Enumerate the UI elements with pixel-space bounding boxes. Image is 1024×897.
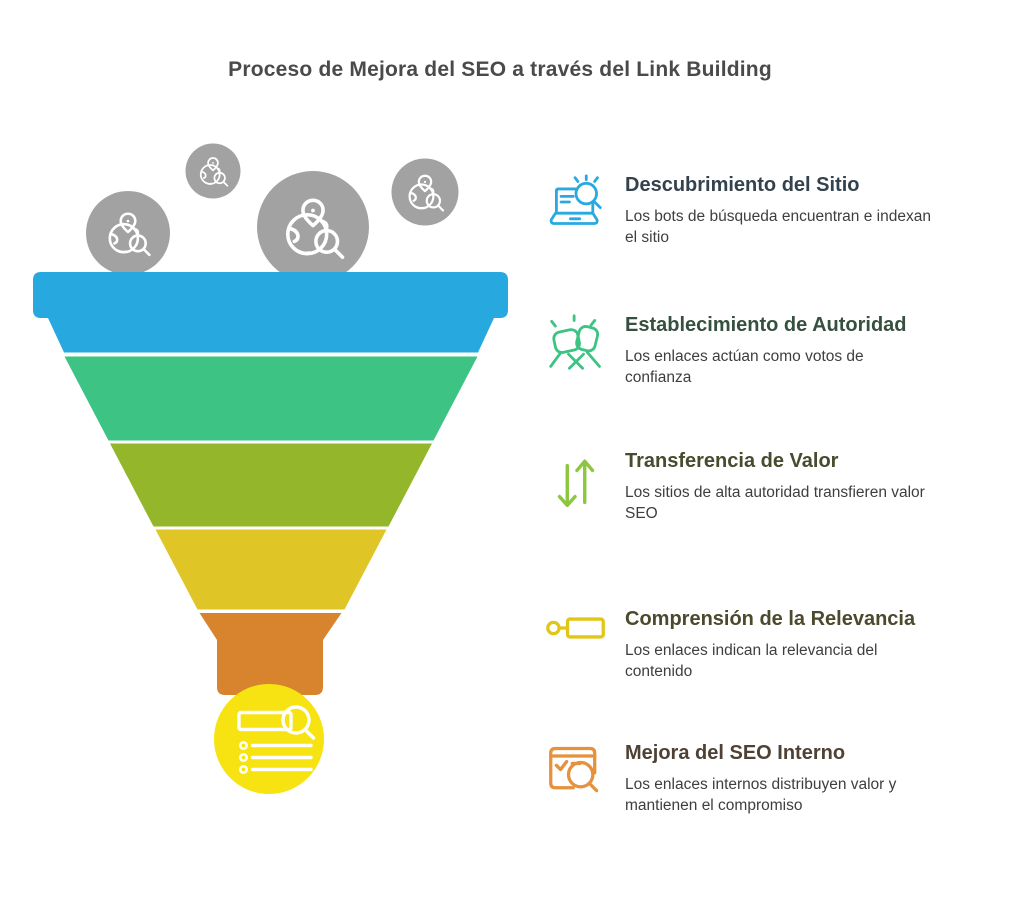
funnel-layer-1 <box>33 272 508 353</box>
funnel-layer-2 <box>64 356 478 441</box>
stage-title: Descubrimiento del Sitio <box>625 174 860 196</box>
stage-item-descubrimiento-del-sitio: Descubrimiento del Sitio Los bots de bús… <box>545 172 985 249</box>
funnel-layer-3 <box>110 443 432 527</box>
link-node-icon <box>545 612 607 644</box>
incoming-link-bubbles <box>86 143 459 283</box>
stage-title: Mejora del SEO Interno <box>625 742 846 764</box>
browser-check-search-icon <box>545 742 607 798</box>
stage-item-establecimiento-de-autoridad: Establecimiento de Autoridad Los enlaces… <box>545 312 985 389</box>
stage-title: Transferencia de Valor <box>625 450 839 472</box>
stage-title: Establecimiento de Autoridad <box>625 314 907 336</box>
up-down-arrows-icon <box>545 452 607 516</box>
stage-item-mejora-del-seo-interno: Mejora del SEO Interno Los enlaces inter… <box>545 740 985 817</box>
funnel-output-bulb <box>214 684 324 794</box>
funnel-layer-5 <box>199 613 342 695</box>
fist-bump-icon <box>545 314 607 370</box>
stage-title: Comprensión de la Relevancia <box>625 608 916 630</box>
page-title: Proceso de Mejora del SEO a través del L… <box>228 58 772 81</box>
search-results-list-icon <box>237 705 316 774</box>
stage-description: Los enlaces internos distribuyen valor y… <box>625 776 897 814</box>
laptop-search-icon <box>545 174 607 230</box>
stage-item-comprension-de-la-relevancia: Comprensión de la Relevancia Los enlaces… <box>545 606 985 683</box>
stage-description: Los bots de búsqueda encuentran e indexa… <box>625 208 931 246</box>
stage-item-transferencia-de-valor: Transferencia de Valor Los sitios de alt… <box>545 448 985 525</box>
funnel-layer-4 <box>155 529 387 610</box>
funnel-diagram <box>33 143 508 794</box>
stage-description: Los sitios de alta autoridad transfieren… <box>625 484 925 522</box>
stage-description: Los enlaces actúan como votos de confian… <box>625 348 864 386</box>
stage-description: Los enlaces indican la relevancia del co… <box>625 642 878 680</box>
